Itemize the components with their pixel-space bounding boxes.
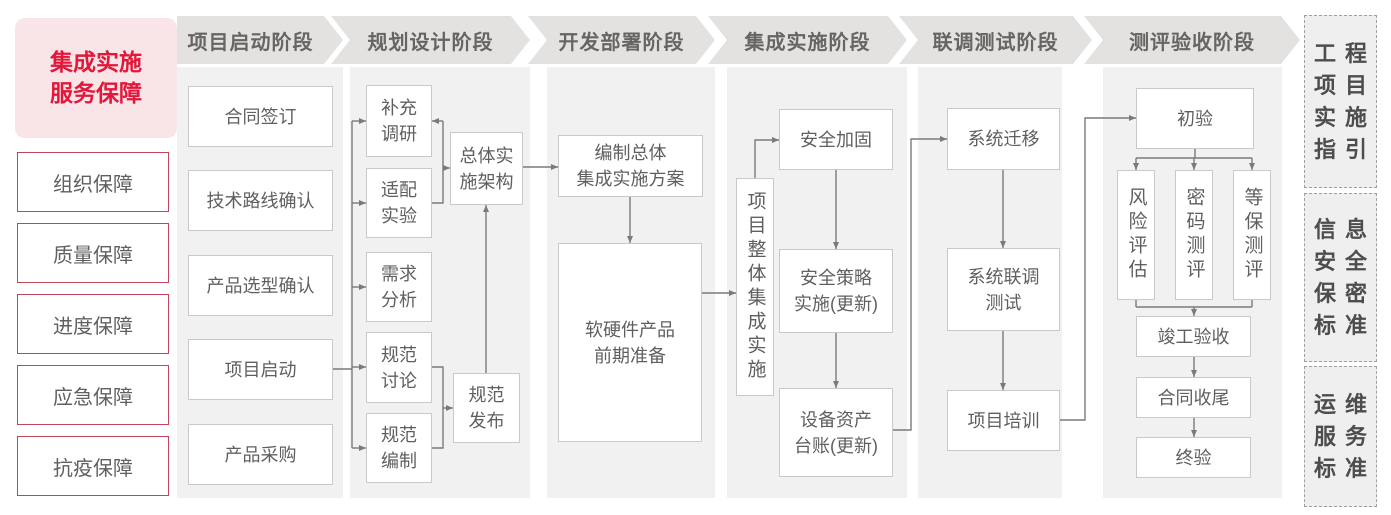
guarantee-item-quality: 质量保障 — [17, 223, 169, 283]
standard-operation-maintenance-service: 运维 服务 标准 — [1304, 366, 1377, 507]
guarantee-item-organization: 组织保障 — [17, 152, 169, 212]
step-classified-protection-evaluation: 等保测评 — [1233, 170, 1271, 300]
step-spec-compilation: 规范 编制 — [366, 413, 432, 483]
phase-header-project-kickoff: 项目启动阶段 — [187, 31, 314, 54]
step-overall-implementation-architecture: 总体实 施架构 — [450, 132, 523, 205]
phase-header-joint-debug-test: 联调测试阶段 — [932, 31, 1059, 54]
step-contract-signing: 合同签订 — [188, 86, 333, 147]
step-requirement-analysis: 需求 分析 — [366, 252, 432, 322]
guarantee-item-emergency: 应急保障 — [17, 365, 169, 425]
step-spec-discussion: 规范 讨论 — [366, 332, 432, 403]
step-adaptation-experiment: 适配 实验 — [366, 168, 432, 238]
step-preliminary-acceptance: 初验 — [1136, 88, 1254, 149]
step-project-kickoff: 项目启动 — [188, 339, 333, 400]
step-final-acceptance: 终验 — [1136, 437, 1251, 478]
step-project-training: 项目培训 — [947, 390, 1060, 451]
step-system-joint-debug-test: 系统联调 测试 — [947, 248, 1060, 331]
step-equipment-asset-ledger: 设备资产 台账(更新) — [779, 388, 893, 477]
step-project-overall-integration: 项目整体集成实施 — [736, 178, 774, 396]
standard-information-security-confidentiality: 信息 安全 保密 标准 — [1304, 193, 1377, 362]
step-password-evaluation: 密码测评 — [1175, 170, 1213, 300]
guarantee-item-schedule: 进度保障 — [17, 294, 169, 354]
step-product-selection-confirm: 产品选型确认 — [188, 255, 333, 316]
step-completion-acceptance: 竣工验收 — [1136, 316, 1251, 357]
step-supplementary-research: 补充 调研 — [366, 85, 432, 157]
phase-header-evaluation-acceptance: 测评验收阶段 — [1129, 31, 1255, 54]
step-product-procurement: 产品采购 — [188, 424, 333, 485]
phase-header-planning-design: 规划设计阶段 — [367, 31, 494, 54]
step-security-policy-implementation: 安全策略 实施(更新) — [779, 249, 893, 333]
step-overall-integration-plan: 编制总体 集成实施方案 — [558, 135, 703, 197]
step-tech-route-confirm: 技术路线确认 — [188, 170, 333, 231]
step-contract-closure: 合同收尾 — [1136, 377, 1251, 418]
guarantee-panel-title: 集成实施 服务保障 — [15, 18, 177, 138]
step-hw-sw-preparation: 软硬件产品 前期准备 — [558, 243, 702, 442]
guarantee-item-epidemic: 抗疫保障 — [17, 436, 169, 496]
standard-project-implementation-guide: 工程 项目 实施 指引 — [1304, 15, 1377, 188]
step-risk-assessment: 风险评估 — [1117, 170, 1155, 300]
step-spec-release: 规范 发布 — [453, 373, 520, 443]
phase-header-dev-deployment: 开发部署阶段 — [558, 31, 685, 54]
step-system-migration: 系统迁移 — [947, 108, 1060, 170]
phase-header-integration-implementation: 集成实施阶段 — [744, 31, 871, 54]
step-security-hardening: 安全加固 — [779, 109, 893, 170]
